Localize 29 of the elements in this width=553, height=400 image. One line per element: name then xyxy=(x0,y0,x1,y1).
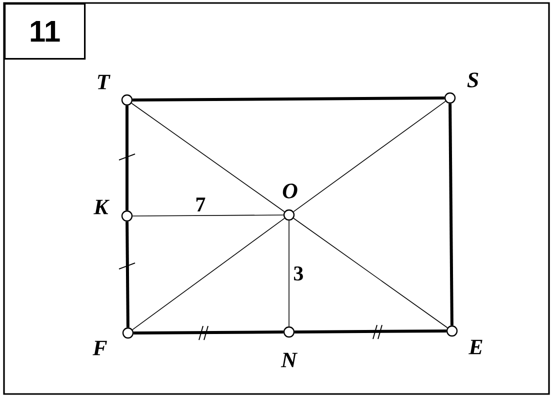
line-segment xyxy=(132,96,444,102)
node-label: K xyxy=(94,200,110,214)
node-label: N xyxy=(280,352,298,368)
node-label: E xyxy=(468,340,482,354)
line-segment xyxy=(293,218,448,328)
line-segment xyxy=(294,330,446,334)
line-segment xyxy=(293,100,446,212)
line-segment xyxy=(288,220,290,327)
point: S xyxy=(444,72,478,104)
number-box: 11 xyxy=(4,3,86,60)
node-label: S xyxy=(467,72,478,88)
line-segment xyxy=(448,104,454,326)
point: T xyxy=(98,74,133,106)
point: F xyxy=(92,327,134,356)
point: O xyxy=(282,184,298,221)
line-segment xyxy=(134,330,284,334)
edge-label: 3 xyxy=(292,265,305,282)
point: E xyxy=(446,325,482,354)
line-segment xyxy=(126,222,130,328)
point: K xyxy=(94,200,133,222)
line-segment xyxy=(132,218,285,330)
line-segment xyxy=(131,102,285,212)
node-label: O xyxy=(282,184,298,198)
node-label: F xyxy=(92,340,107,356)
line-segment xyxy=(126,106,128,210)
point: N xyxy=(280,326,298,368)
line-segment xyxy=(132,214,284,216)
edge-label: 7 xyxy=(194,196,207,212)
node-label: T xyxy=(98,74,110,90)
